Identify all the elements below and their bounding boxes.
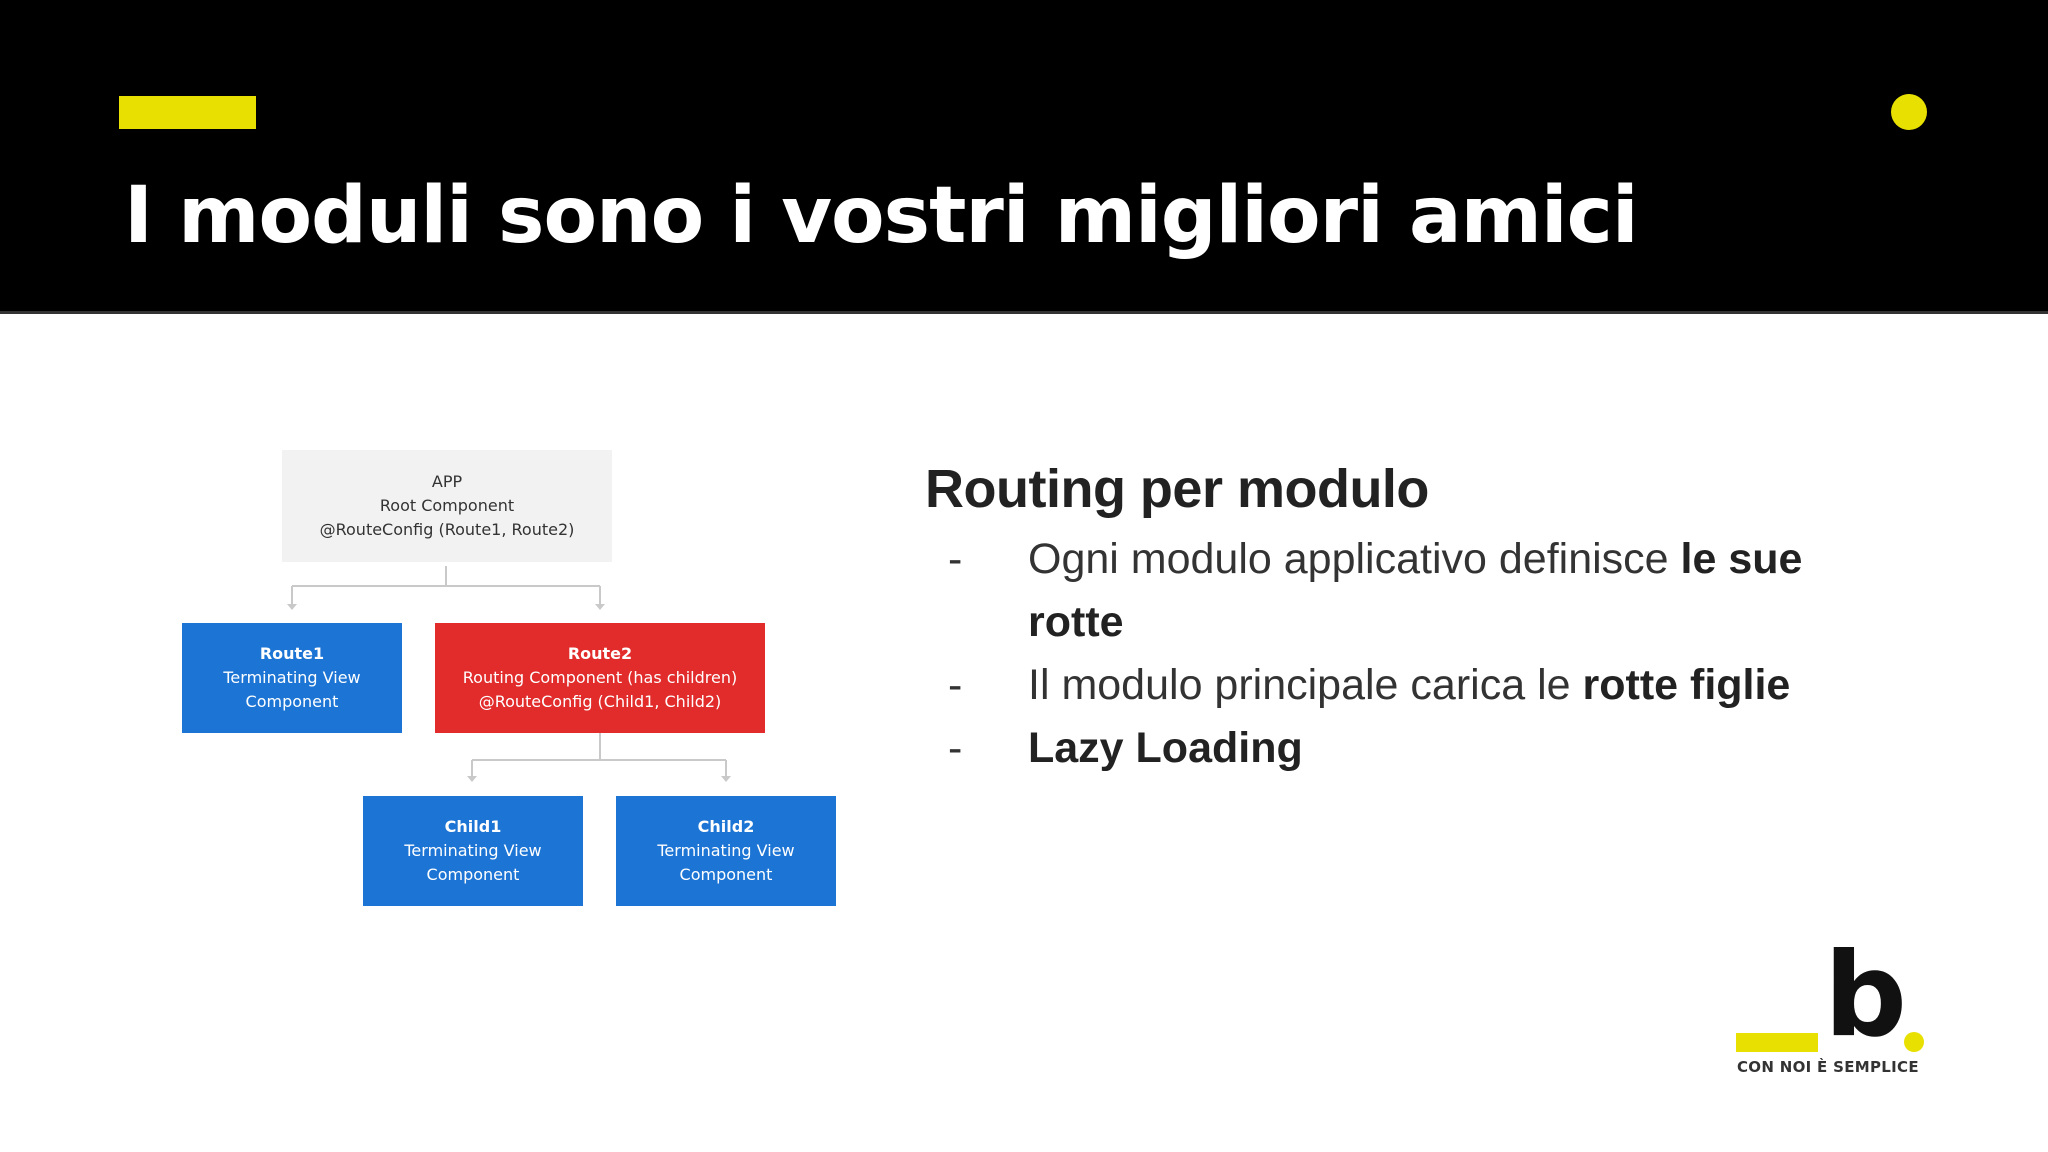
logo-dot bbox=[1904, 1032, 1924, 1052]
bullet-emphasis: Lazy Loading bbox=[1028, 724, 1303, 772]
bullet-text: Il modulo principale carica le bbox=[1028, 661, 1583, 709]
routing-diagram: APP Root Component @RouteConfig (Route1,… bbox=[170, 440, 870, 920]
bullet-text: Ogni modulo applicativo definisce bbox=[1028, 535, 1681, 583]
route2-title: Route2 bbox=[567, 644, 633, 663]
child2-line2: Component bbox=[679, 865, 773, 884]
child2-line1: Terminating View bbox=[657, 841, 795, 860]
bullet-item: - Lazy Loading bbox=[948, 717, 1848, 780]
child2-node: Child2 Terminating View Component bbox=[616, 796, 836, 906]
bullet-item: - Il modulo principale carica le rotte f… bbox=[948, 654, 1848, 717]
accent-bar bbox=[119, 96, 256, 129]
bullet-emphasis: le sue rotte bbox=[1028, 535, 1803, 646]
route2-line2: @RouteConfig (Child1, Child2) bbox=[478, 692, 722, 711]
header-divider bbox=[0, 311, 2048, 314]
diagram-connectors bbox=[287, 566, 731, 782]
app-root-node: APP Root Component @RouteConfig (Route1,… bbox=[282, 450, 612, 562]
route1-line2: Component bbox=[245, 692, 339, 711]
route1-line1: Terminating View bbox=[223, 668, 361, 687]
route1-node: Route1 Terminating View Component bbox=[182, 623, 402, 733]
root-node-type: Root Component bbox=[379, 496, 515, 515]
bullet-emphasis: rotte figlie bbox=[1582, 661, 1791, 709]
route1-title: Route1 bbox=[259, 644, 325, 663]
section-heading: Routing per modulo bbox=[925, 459, 1429, 519]
bullet-list: - Ogni modulo applicativo definisce le s… bbox=[948, 528, 1848, 780]
accent-dot bbox=[1891, 94, 1927, 130]
brand-logo: b CON NOI È SEMPLICE bbox=[1736, 938, 1930, 1080]
bullet-dash: - bbox=[948, 724, 963, 772]
bullet-dash: - bbox=[948, 661, 963, 709]
route2-node: Route2 Routing Component (has children) … bbox=[435, 623, 765, 733]
route2-line1: Routing Component (has children) bbox=[462, 668, 738, 687]
logo-tagline: CON NOI È SEMPLICE bbox=[1737, 1058, 1919, 1076]
child1-node: Child1 Terminating View Component bbox=[363, 796, 583, 906]
logo-underscore bbox=[1736, 1033, 1818, 1052]
slide-title: I moduli sono i vostri migliori amici bbox=[124, 171, 1639, 261]
bullet-dash: - bbox=[948, 535, 963, 583]
child1-line2: Component bbox=[426, 865, 520, 884]
child1-line1: Terminating View bbox=[404, 841, 542, 860]
root-node-label: APP bbox=[431, 472, 463, 491]
child1-title: Child1 bbox=[444, 817, 502, 836]
logo-letter: b bbox=[1824, 928, 1908, 1063]
slide-header: I moduli sono i vostri migliori amici bbox=[0, 0, 2048, 313]
child2-title: Child2 bbox=[697, 817, 755, 836]
bullet-item: - Ogni modulo applicativo definisce le s… bbox=[948, 528, 1848, 654]
root-node-config: @RouteConfig (Route1, Route2) bbox=[319, 520, 575, 539]
